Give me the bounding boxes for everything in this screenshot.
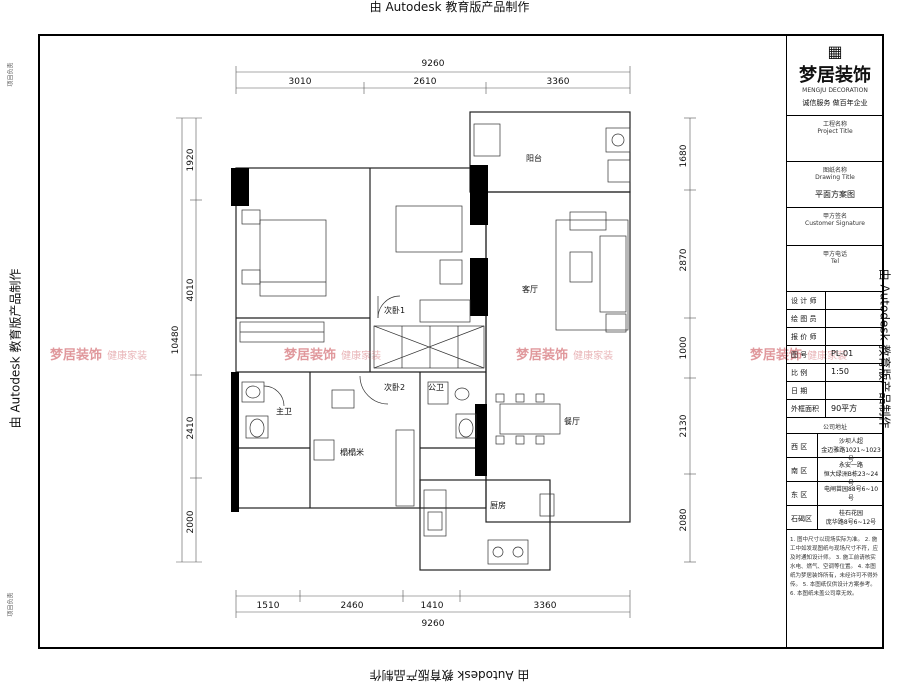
room-bedroom2: 次卧1 [384, 305, 405, 315]
brand-watermark-tag: 健康家装 [107, 351, 148, 362]
tel-en: Tel [830, 258, 839, 265]
brand-watermark-3: 梦居装饰 健康家装 [516, 344, 613, 363]
title-info-label: 外框面积 [791, 405, 819, 413]
room-living: 客厅 [522, 284, 538, 294]
room-balcony: 阳台 [526, 153, 542, 163]
dim-bottom-3: 1410 [421, 601, 444, 611]
title-info-label: 比 例 [791, 369, 808, 377]
address-label: 石碣区 [791, 515, 812, 523]
address-label: 东 区 [791, 491, 808, 499]
title-info-label: 日 期 [791, 387, 808, 395]
address-row: 石碣区 桂石花园 庞华路8号6~12号 [787, 506, 883, 530]
dim-left-total: 10480 [171, 325, 181, 354]
dim-left-1: 1920 [186, 148, 196, 171]
address-row: 南 区 永安一路 恒大绿洲B栋23~24号 [787, 458, 883, 487]
customer-en: Customer Signature [805, 220, 865, 227]
title-block: ▦ 梦居装饰 MENGJU DECORATION 诚信服务 做百年企业 工程名称… [786, 36, 883, 647]
drawing-title-value: 平面方案图 [815, 190, 855, 199]
title-info-row: 设 计 师 [787, 292, 883, 310]
address-value: 永安一路 恒大绿洲B栋23~24号 [823, 462, 879, 487]
address-label: 西 区 [791, 443, 808, 451]
logo-icon: ▦ [827, 42, 843, 61]
drawing-title-row: 图纸名称 Drawing Title 平面方案图 [787, 162, 883, 208]
brand-watermark-tag: 健康家装 [573, 351, 614, 362]
title-info-label: 设 计 师 [791, 297, 817, 305]
tel-row: 甲方电话 Tel [787, 246, 883, 292]
dim-top-2: 2610 [414, 77, 437, 87]
notes: 1. 图中尺寸以现场实际为准。 2. 施工中如发现图纸与现场尺寸不符，应及时通知… [790, 537, 879, 597]
project-title-cn: 工程名称 [822, 121, 847, 128]
room-bedroom3: 次卧2 [384, 382, 405, 392]
title-block-logo: 梦居装饰 [799, 65, 871, 86]
title-info-row: 图 号 PL-01 [787, 346, 883, 364]
title-block-logo-en: MENGJU DECORATION [802, 87, 868, 94]
brand-watermark-2: 梦居装饰 健康家装 [284, 344, 381, 363]
room-public-bath: 公卫 [428, 383, 444, 392]
room-cloak: 榻榻米 [340, 447, 364, 457]
dim-left-2: 4010 [186, 278, 196, 301]
title-info-value: PL-01 [831, 349, 854, 358]
title-info-label: 图 号 [791, 351, 808, 359]
customer-row: 甲方签名 Customer Signature [787, 208, 883, 246]
room-kitchen: 厨房 [490, 500, 506, 510]
dim-bottom-2: 2460 [341, 601, 364, 611]
title-info-label: 绘 图 员 [791, 315, 817, 323]
dim-bottom-4: 3360 [534, 601, 557, 611]
brand-watermark-1: 梦居装饰 健康家装 [50, 344, 147, 363]
address-row: 东 区 电闸苗园88号6~10号 [787, 482, 883, 506]
title-block-slogan: 诚信服务 做百年企业 [802, 99, 868, 107]
brand-watermark-logo: 梦居装饰 [516, 348, 569, 363]
dim-bottom-1: 1510 [257, 601, 280, 611]
dim-right-3: 1000 [679, 336, 689, 359]
dim-top-3: 3360 [547, 77, 570, 87]
title-info-row: 比 例 1:50 [787, 364, 883, 382]
title-info-row: 绘 图 员 [787, 310, 883, 328]
dim-right-2: 2870 [679, 248, 689, 271]
tel-cn: 甲方电话 [822, 251, 847, 258]
brand-watermark-logo: 梦居装饰 [50, 348, 103, 363]
dim-total-top: 9260 [422, 59, 445, 69]
project-title-row: 工程名称 Project Title [787, 116, 883, 162]
address-header-row: 公司地址 [787, 420, 883, 434]
dim-right-4: 2130 [679, 414, 689, 437]
drawing-title-cn: 图纸名称 [822, 167, 847, 174]
dim-right-1: 1680 [679, 144, 689, 167]
brand-watermark-tag: 健康家装 [807, 351, 848, 362]
room-master-bath: 主卫 [276, 406, 292, 416]
title-info-value: 1:50 [831, 367, 849, 376]
brand-watermark-logo: 梦居装饰 [284, 348, 337, 363]
dim-left-3: 2410 [186, 416, 196, 439]
address-header: 公司地址 [822, 424, 847, 431]
watermark-top: 由 Autodesk 教育版产品制作 [369, 0, 530, 14]
drawing-frame [38, 34, 884, 649]
brand-watermark-tag: 健康家装 [341, 351, 382, 362]
brand-watermark-4: 梦居装饰 健康家装 [750, 344, 847, 363]
drawing-title-en: Drawing Title [815, 174, 855, 181]
address-label: 南 区 [791, 467, 808, 475]
title-info-label: 报 价 师 [791, 333, 817, 341]
title-info-value: 90平方 [831, 404, 858, 413]
project-title-en: Project Title [817, 128, 853, 135]
title-info-row: 报 价 师 [787, 328, 883, 346]
dim-top-1: 3010 [289, 77, 312, 87]
dim-right-5: 2080 [679, 508, 689, 531]
title-info-row: 外框面积 90平方 [787, 400, 883, 418]
title-block-logo-row: ▦ 梦居装饰 MENGJU DECORATION 诚信服务 做百年企业 [787, 36, 883, 116]
address-value: 桂石花园 庞华路8号6~12号 [825, 510, 877, 526]
address-row: 西 区 沙坝人超 金迈雅路1021~1023号 [787, 434, 883, 463]
room-dining: 餐厅 [564, 417, 580, 426]
address-value: 电闸苗园88号6~10号 [823, 486, 879, 502]
title-info-row: 日 期 [787, 382, 883, 400]
address-value: 沙坝人超 金迈雅路1021~1023号 [821, 438, 881, 463]
dim-total-bottom: 9260 [422, 619, 445, 629]
dim-left-4: 2000 [186, 510, 196, 533]
customer-cn: 甲方签名 [822, 213, 847, 220]
brand-watermark-logo: 梦居装饰 [750, 348, 803, 363]
